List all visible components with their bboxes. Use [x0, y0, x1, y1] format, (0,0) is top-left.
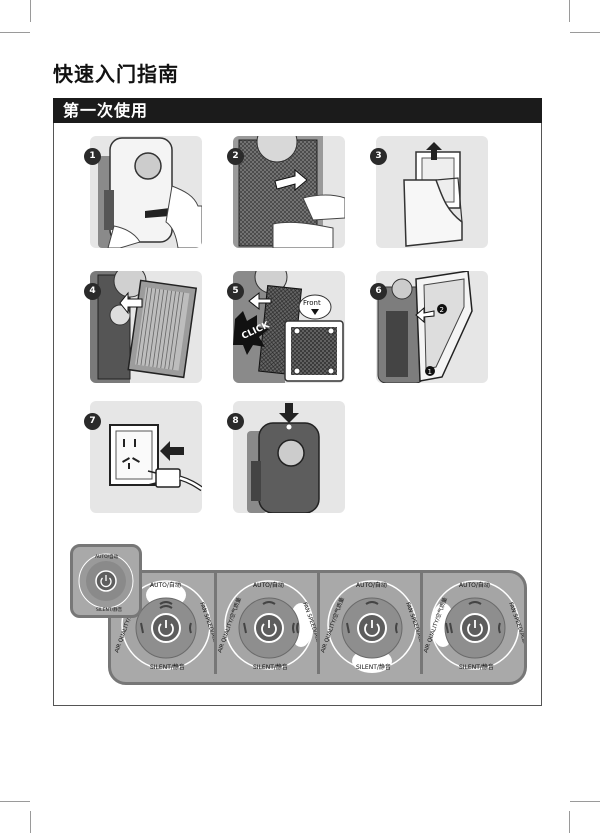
control-panel-state-silent: AUTO/自动 SILENT/静音 FAN SPEED/风速 AIR QUALI… [320, 573, 421, 682]
crop-mark [570, 801, 600, 802]
step-figure-close-front-cover: 2 1 [376, 271, 488, 383]
crop-mark [30, 811, 31, 833]
control-panel-state-air-quality: AUTO/自动 SILENT/静音 FAN SPEED/风速 AIR QUALI… [423, 573, 524, 682]
crop-mark [0, 801, 30, 802]
step-figure-insert-filter [90, 271, 202, 383]
step-figure-attach-prefilter: CLICK Front [233, 271, 345, 383]
crop-mark [569, 811, 570, 833]
step-figure-press-power-button [233, 401, 345, 513]
svg-text:2: 2 [440, 306, 444, 314]
power-icon [158, 623, 174, 637]
svg-text:AUTO/自动: AUTO/自动 [150, 581, 181, 589]
crop-mark [30, 0, 31, 22]
arrow-icon [119, 291, 143, 315]
section-title: 第一次使用 [53, 98, 542, 123]
svg-text:SILENT/静音: SILENT/静音 [150, 663, 185, 671]
svg-text:SILENT/静音: SILENT/静音 [253, 663, 288, 671]
panel-divider [420, 573, 423, 674]
panel-divider [317, 573, 320, 674]
power-icon [467, 623, 483, 637]
power-icon [261, 623, 277, 637]
arrow-icon [274, 168, 308, 192]
arrow-icon [248, 291, 272, 311]
step-number: 2 [227, 148, 244, 165]
power-icon [100, 577, 112, 588]
power-icon [364, 623, 380, 637]
page-title: 快速入门指南 [53, 62, 179, 86]
svg-text:AUTO/自动: AUTO/自动 [95, 553, 119, 560]
control-panel-state-auto: AUTO/自动 SILENT/静音 FAN SPEED/风速 AIR QUALI… [114, 573, 215, 682]
arrow-icon [160, 441, 184, 461]
panel-divider [214, 573, 217, 674]
crop-mark [570, 32, 600, 33]
svg-text:AUTO/自动: AUTO/自动 [459, 581, 490, 589]
step-number: 8 [227, 413, 244, 430]
svg-text:SILENT/静音: SILENT/静音 [356, 663, 391, 671]
step-number: 6 [370, 283, 387, 300]
svg-text:AUTO/自动: AUTO/自动 [253, 581, 284, 589]
svg-text:SILENT/静音: SILENT/静音 [96, 606, 123, 613]
step-figure-remove-front-cover [90, 136, 202, 248]
svg-text:AUTO/自动: AUTO/自动 [356, 581, 387, 589]
crop-mark [569, 0, 570, 22]
step-number: 1 [84, 148, 101, 165]
step-figure-plug-into-socket [90, 401, 202, 513]
control-panel-overview: AUTO/自动 SILENT/静音 [70, 544, 142, 618]
front-callout: Front [303, 299, 321, 307]
step-number: 4 [84, 283, 101, 300]
step-figure-pull-out-prefilter [233, 136, 345, 248]
svg-text:1: 1 [428, 368, 432, 376]
arrow-icon [279, 403, 299, 423]
step-number: 7 [84, 413, 101, 430]
svg-text:SILENT/静音: SILENT/静音 [459, 663, 494, 671]
step-number: 3 [370, 148, 387, 165]
step-figure-unpack-filter [376, 136, 488, 248]
control-panel-state-fan-speed: AUTO/自动 SILENT/静音 FAN SPEED/风速 AIR QUALI… [217, 573, 318, 682]
arrow-icon [426, 142, 442, 160]
crop-mark [0, 32, 30, 33]
step-number: 5 [227, 283, 244, 300]
arrow-icon [415, 306, 435, 324]
